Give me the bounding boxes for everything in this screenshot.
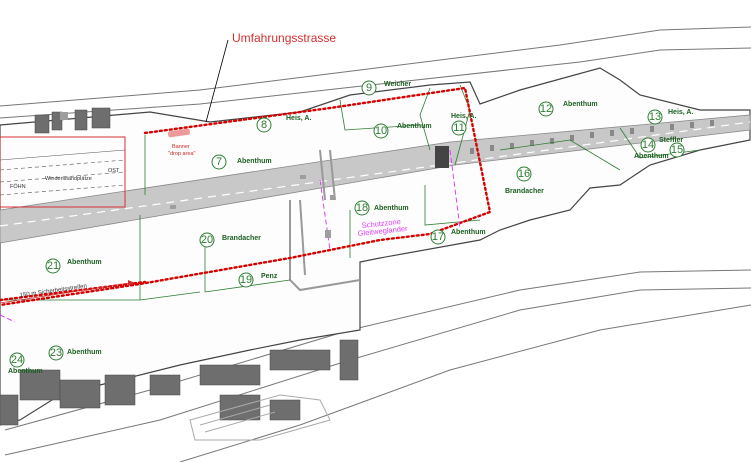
callout-leader xyxy=(205,39,229,123)
bypass-road xyxy=(0,86,492,307)
runway-threshold-block xyxy=(435,146,449,168)
label-abenthum-17: Abenthum xyxy=(451,229,486,236)
parcel-number-20: 20 xyxy=(199,232,215,248)
svg-text:24: 24 xyxy=(11,354,23,366)
svg-text:17: 17 xyxy=(432,231,444,243)
label-steffler: Steffler xyxy=(659,137,683,144)
svg-text:21: 21 xyxy=(47,260,59,272)
label-ost: OST xyxy=(108,168,120,174)
safety-strip-arrow xyxy=(128,280,135,286)
airfield-boundary xyxy=(0,67,751,426)
label-heis-3: Heis, A. xyxy=(668,109,693,116)
parcel-number-15: 15 xyxy=(669,142,685,158)
label-abenthum-12: Abenthum xyxy=(563,101,598,108)
buildings xyxy=(0,107,359,426)
label-abenthum-24: Abenthum xyxy=(8,368,43,375)
label-brandacher-16: Brandacher xyxy=(505,188,544,195)
parcel-number-18: 18 xyxy=(354,200,370,216)
parcel-number-17: 17 xyxy=(430,229,446,245)
svg-text:8: 8 xyxy=(261,119,267,131)
label-abenthum-23: Abenthum xyxy=(67,349,102,356)
svg-text:15: 15 xyxy=(671,144,683,156)
label-heis-2: Heis, A. xyxy=(451,113,476,120)
label-penz: Penz xyxy=(261,273,278,280)
runway-markers xyxy=(470,120,714,154)
parcel-number-21: 21 xyxy=(45,258,61,274)
parking-lot xyxy=(189,394,331,441)
label-abenthum-10: Abenthum xyxy=(397,123,432,130)
small-hangars xyxy=(60,112,335,238)
parcel-number-19: 19 xyxy=(238,272,254,288)
svg-text:7: 7 xyxy=(216,156,222,168)
parcel-number-9: 9 xyxy=(361,80,377,96)
svg-text:18: 18 xyxy=(356,202,368,214)
svg-text:19: 19 xyxy=(240,274,252,286)
parcel-number-23: 23 xyxy=(48,345,64,361)
parcel-number-14: 14 xyxy=(640,137,656,153)
winch-area: FÖHN Windenstandplätze OST xyxy=(0,136,126,208)
label-abenthum-18: Abenthum xyxy=(374,205,409,212)
label-drop-area: "drop area" xyxy=(168,151,195,157)
label-abenthum-7: Abenthum xyxy=(237,158,272,165)
svg-text:11: 11 xyxy=(453,122,464,134)
label-abenthum-21: Abenthum xyxy=(67,259,102,266)
protection-zone xyxy=(0,149,461,323)
label-foehn: FÖHN xyxy=(10,183,26,190)
parcel-number-12: 12 xyxy=(538,101,554,117)
label-schutzzone: Schutzzone xyxy=(361,217,401,230)
parcel-number-8: 8 xyxy=(256,117,272,133)
parcel-number-13: 13 xyxy=(647,109,663,125)
runway-centerline xyxy=(0,121,751,227)
label-brandacher-20: Brandacher xyxy=(222,235,261,242)
svg-text:9: 9 xyxy=(366,82,372,94)
label-weicher: Weicher xyxy=(384,81,411,88)
parcel-number-24: 24 xyxy=(9,352,25,368)
label-windenstandplaetze: Windenstandplätze xyxy=(45,176,92,182)
label-heis-1: Heis, A. xyxy=(286,115,311,122)
svg-text:14: 14 xyxy=(642,139,654,151)
safety-strip-line xyxy=(0,282,131,304)
svg-text:13: 13 xyxy=(649,111,661,123)
svg-text:12: 12 xyxy=(540,103,552,115)
parcel-number-7: 7 xyxy=(211,154,227,170)
svg-text:16: 16 xyxy=(518,168,530,180)
parcel-number-10: 10 xyxy=(373,123,389,139)
banner-drop-marker xyxy=(167,128,191,138)
runway xyxy=(0,114,751,244)
taxiway xyxy=(289,149,361,292)
svg-text:10: 10 xyxy=(375,125,387,137)
parcel-number-16: 16 xyxy=(516,166,532,182)
label-banner: Banner xyxy=(172,144,190,150)
callout-umfahrungsstrasse: Umfahrungsstrasse xyxy=(232,31,336,45)
svg-text:23: 23 xyxy=(50,347,62,359)
parcel-number-11: 11 xyxy=(451,120,467,136)
svg-text:20: 20 xyxy=(201,234,213,246)
label-abenthum-15: Abenthum xyxy=(634,153,669,160)
